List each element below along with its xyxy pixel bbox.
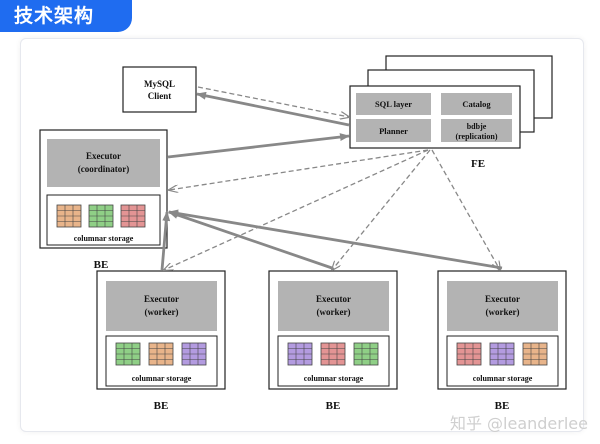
arrow-fe-to-worker-1	[164, 149, 429, 270]
worker-1-executor-box	[106, 281, 217, 331]
table-icon-red	[120, 204, 146, 228]
table-icon-purple	[287, 342, 313, 366]
section-title-badge: 技术架构	[0, 0, 132, 32]
fe-node: SQL layer Catalog Planner bdbje (replica…	[349, 55, 553, 170]
coordinator-be-node: Executor (coordinator) columnar storage …	[39, 129, 168, 271]
table-icon-orange	[56, 204, 82, 228]
fe-label: FE	[471, 158, 485, 170]
catalog-label: Catalog	[462, 99, 491, 109]
bdbje-label-line2: (replication)	[455, 132, 497, 141]
client-label-line1: MySQL	[144, 79, 175, 89]
table-icon-purple	[181, 342, 207, 366]
coordinator-storage-label: columnar storage	[74, 234, 134, 243]
table-icon-orange	[522, 342, 548, 366]
table-icon-purple	[489, 342, 515, 366]
mysql-client-node: MySQL Client	[122, 66, 197, 113]
table-icon-green	[115, 342, 141, 366]
coordinator-executor-box	[47, 139, 160, 187]
worker-1-exec-line2: (worker)	[145, 307, 179, 317]
client-label-line2: Client	[148, 91, 172, 101]
worker-2-executor-box	[278, 281, 389, 331]
worker-2-be-label: BE	[326, 400, 341, 412]
coordinator-exec-line1: Executor	[86, 151, 121, 161]
worker-1-storage-label: columnar storage	[132, 374, 192, 383]
table-icon-orange	[148, 342, 174, 366]
watermark: 知乎 @leanderlee	[449, 414, 588, 433]
arrow-worker-2-to-coordinator	[168, 210, 333, 270]
worker-3-exec-line1: Executor	[485, 294, 520, 304]
table-icon-red	[320, 342, 346, 366]
worker-2-exec-line2: (worker)	[317, 307, 351, 317]
arrow-worker-1-to-coordinator	[160, 211, 171, 271]
table-icon-green	[88, 204, 114, 228]
worker-be-node-3: Executor (worker) columnar storage BE	[437, 270, 567, 412]
worker-2-exec-line1: Executor	[316, 294, 351, 304]
sql-layer-box	[356, 93, 431, 115]
table-icon-green	[353, 342, 379, 366]
arrow-worker-3-to-coordinator	[168, 209, 503, 270]
coordinator-exec-line2: (coordinator)	[78, 164, 130, 174]
sql-layer-label: SQL layer	[375, 99, 412, 109]
worker-3-storage-label: columnar storage	[473, 374, 533, 383]
arrow-fe-to-worker-2	[332, 149, 431, 270]
worker-1-be-label: BE	[154, 400, 169, 412]
arrow-fe-to-client	[196, 91, 350, 127]
worker-3-exec-line2: (worker)	[486, 307, 520, 317]
planner-box	[356, 119, 431, 142]
worker-1-exec-line1: Executor	[144, 294, 179, 304]
planner-label: Planner	[379, 126, 408, 136]
arrow-fe-to-worker-3	[431, 149, 500, 270]
worker-be-node-2: Executor (worker) columnar storage BE	[268, 270, 398, 412]
worker-2-storage-label: columnar storage	[304, 374, 364, 383]
bdbje-box	[441, 119, 512, 142]
arrow-client-to-fe	[197, 86, 349, 117]
worker-be-node-1: Executor (worker) columnar storage BE	[96, 270, 226, 412]
worker-3-executor-box	[447, 281, 558, 331]
catalog-box	[441, 93, 512, 115]
arrow-coordinator-to-fe	[167, 133, 350, 159]
coordinator-be-label: BE	[94, 259, 109, 271]
table-icon-red	[456, 342, 482, 366]
bdbje-label-line1: bdbje	[467, 122, 487, 131]
worker-3-be-label: BE	[495, 400, 510, 412]
arrow-fe-to-coordinator	[169, 149, 429, 190]
